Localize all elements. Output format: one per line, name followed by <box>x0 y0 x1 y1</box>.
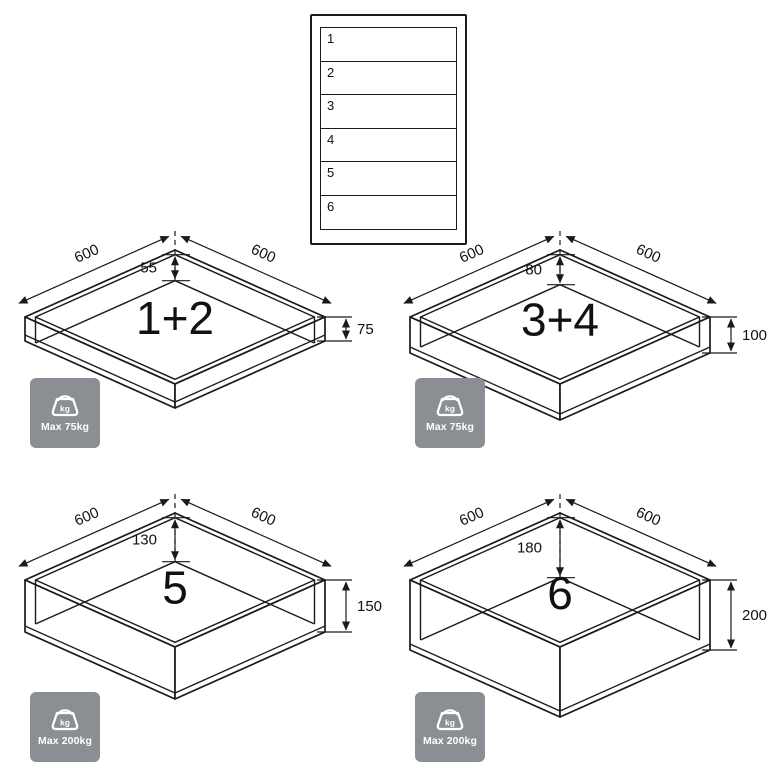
width-right-arrow <box>180 235 332 304</box>
width-right-label: 600 <box>633 241 663 267</box>
drawer-number-label: 3+4 <box>521 293 599 345</box>
drawer-isometric-3-4: 80 600 600 100 3+4 <box>403 231 767 421</box>
kg-label: kg <box>445 404 455 414</box>
width-left-label: 600 <box>457 504 487 530</box>
cabinet-slot-1: 1 <box>320 27 457 63</box>
drawer-bottom-panel-edge <box>409 643 711 712</box>
drawer-figure-1-2: 55 600 600 75 1+2 kg Max 75kg <box>0 222 387 512</box>
width-right-label: 600 <box>633 504 663 530</box>
width-right-arrow <box>565 498 717 567</box>
width-left-arrow <box>18 498 170 567</box>
cabinet-slot-3: 3 <box>320 94 457 130</box>
drawer-number-label: 5 <box>162 561 188 613</box>
cabinet-slot-6: 6 <box>320 194 457 230</box>
width-right-label: 600 <box>248 241 278 267</box>
cabinet-slot-number: 3 <box>327 98 335 114</box>
width-left-label: 600 <box>72 241 102 267</box>
inner-depth-label: 55 <box>140 260 157 277</box>
cabinet-front-view: 1 2 3 4 5 6 <box>310 14 467 245</box>
weight-kg-icon: kg <box>436 395 464 417</box>
outer-height-label: 200 <box>742 607 767 624</box>
cabinet-slot-number: 6 <box>327 198 335 214</box>
outer-height-label: 75 <box>357 321 374 338</box>
height-ticks <box>702 579 737 651</box>
kg-label: kg <box>445 718 455 728</box>
cabinet-slot-2: 2 <box>320 60 457 96</box>
weight-kg-icon: kg <box>51 395 79 417</box>
outer-height-label: 100 <box>742 327 767 344</box>
kg-label: kg <box>60 404 70 414</box>
max-weight-label: Max 200kg <box>37 735 92 747</box>
outer-height-label: 150 <box>357 598 382 615</box>
drawer-bottom-panel-edge <box>409 346 711 415</box>
cabinet-slot-list: 1 2 3 4 5 6 <box>320 27 457 230</box>
max-load-badge-6: kg Max 200kg <box>415 692 485 762</box>
max-weight-label: Max 75kg <box>425 421 475 433</box>
width-left-label: 600 <box>72 504 102 530</box>
cabinet-slot-5: 5 <box>320 161 457 197</box>
cabinet-slot-number: 4 <box>327 131 335 147</box>
drawer-isometric-1-2: 55 600 600 75 1+2 <box>18 231 374 409</box>
width-left-arrow <box>403 235 555 304</box>
cabinet-slot-4: 4 <box>320 127 457 163</box>
width-right-arrow <box>565 235 717 304</box>
max-weight-label: Max 75kg <box>40 421 90 433</box>
drawer-bottom-panel-edge <box>24 334 326 403</box>
weight-kg-icon: kg <box>436 709 464 731</box>
max-load-badge-1-2: kg Max 75kg <box>30 378 100 448</box>
width-right-arrow <box>180 498 332 567</box>
height-ticks <box>702 316 737 354</box>
height-ticks <box>317 316 352 342</box>
drawer-isometric-6: 180 600 600 200 6 <box>403 494 767 718</box>
height-ticks <box>317 579 352 633</box>
max-weight-label: Max 200kg <box>422 735 477 747</box>
inner-depth-label: 130 <box>132 532 157 549</box>
kettlebell-body <box>436 397 464 417</box>
drawer-isometric-5: 130 600 600 150 5 <box>18 494 382 700</box>
inner-depth-label: 80 <box>525 262 542 279</box>
max-load-badge-3-4: kg Max 75kg <box>415 378 485 448</box>
kettlebell-body <box>51 711 79 731</box>
width-left-arrow <box>403 498 555 567</box>
kettlebell-body <box>436 711 464 731</box>
drawer-number-label: 6 <box>547 567 573 619</box>
width-right-label: 600 <box>248 504 278 530</box>
drawer-bottom-panel-edge <box>24 625 326 694</box>
width-left-arrow <box>18 235 170 304</box>
cabinet-slot-number: 2 <box>327 64 335 80</box>
cabinet-slot-number: 1 <box>327 31 335 46</box>
drawer-figure-5: 130 600 600 150 5 kg Max 200kg <box>0 485 387 770</box>
max-load-badge-5: kg Max 200kg <box>30 692 100 762</box>
drawer-figure-6: 180 600 600 200 6 kg Max 200kg <box>385 485 770 770</box>
kettlebell-body <box>51 397 79 417</box>
cabinet-slot-number: 5 <box>327 165 335 181</box>
drawer-figure-3-4: 80 600 600 100 3+4 kg Max 75kg <box>385 222 770 512</box>
drawer-number-label: 1+2 <box>136 292 214 344</box>
width-left-label: 600 <box>457 241 487 267</box>
weight-kg-icon: kg <box>51 709 79 731</box>
kg-label: kg <box>60 718 70 728</box>
inner-depth-label: 180 <box>517 540 542 557</box>
